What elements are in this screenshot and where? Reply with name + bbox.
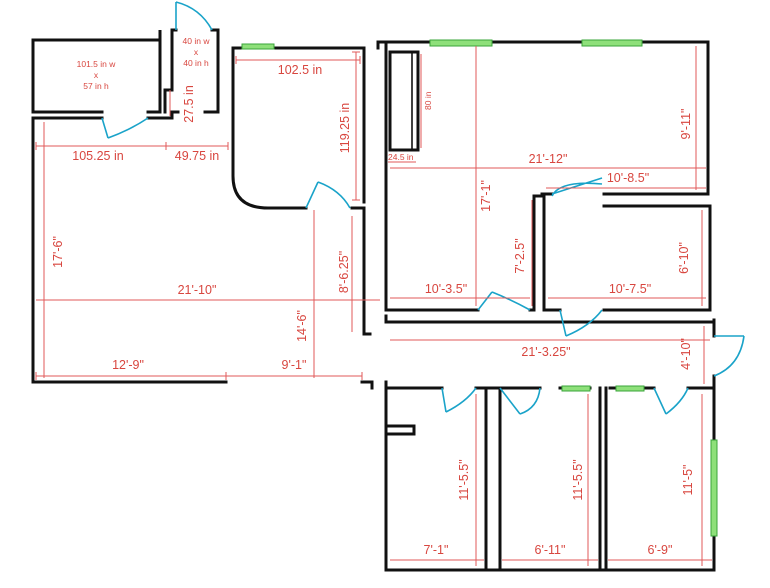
window-right-side [710, 439, 718, 537]
door-bath-2 [499, 387, 541, 415]
closet-height-label: 57 in h [83, 81, 109, 91]
dim-10-3-5: 10'-3.5" [425, 282, 467, 296]
window-bottom-1 [561, 385, 591, 392]
dim-9-1: 9'-1" [282, 358, 307, 372]
dim-4-10: 4'-10" [679, 338, 693, 370]
dim-27-5: 27.5 in [182, 85, 196, 123]
door-bath-3 [653, 387, 689, 415]
dimension-labels: 102.5 in 119.25 in 27.5 in 105.25 in 49.… [51, 63, 695, 557]
closet-x-label: x [94, 70, 99, 80]
dim-21-3-25: 21'-3.25" [521, 345, 570, 359]
door-small-box [175, 1, 213, 31]
dim-8-6-25: 8'-6.25" [337, 251, 351, 293]
dim-7-2-5: 7'-2.5" [513, 238, 527, 273]
dim-12-9: 12'-9" [112, 358, 144, 372]
closet-labels: 101.5 in w x 57 in h 40 in w x 40 in h 8… [77, 36, 433, 162]
dim-14-6: 14'-6" [295, 310, 309, 342]
door-hall-right [713, 335, 745, 377]
dim-6-10: 6'-10" [677, 242, 691, 274]
wardrobe-wall [388, 50, 420, 152]
dim-105-25: 105.25 in [72, 149, 123, 163]
window-bottom-2 [615, 385, 645, 392]
left-room-wall [31, 110, 228, 384]
right-room-wall [384, 40, 710, 312]
middle-room-wall [231, 46, 366, 210]
dim-9-11: 9'-11" [679, 109, 693, 140]
door-middle-room [305, 181, 351, 209]
door-right-room-bottom [477, 291, 531, 311]
dim-11-5-5-b: 11'-5.5" [571, 459, 585, 500]
closet-width-label: 101.5 in w [77, 59, 117, 69]
dimension-lines [35, 46, 712, 566]
dim-24-5in: 24.5 in [388, 152, 414, 162]
dim-21-12: 21'-12" [529, 152, 568, 166]
windows [241, 39, 718, 537]
dim-6-11: 6'-11" [535, 543, 566, 557]
door-inner-room [551, 177, 603, 197]
shelf-wall [384, 424, 416, 436]
window-right-top-1 [429, 39, 493, 47]
dim-17-6: 17'-6" [51, 236, 65, 268]
dim-49-75: 49.75 in [175, 149, 220, 163]
door-closet [101, 117, 149, 139]
dim-7-1: 7'-1" [424, 543, 449, 557]
dim-102-5: 102.5 in [278, 63, 323, 77]
dim-10-8-5: 10'-8.5" [607, 171, 649, 185]
dim-21-10: 21'-10" [178, 283, 217, 297]
dim-80in: 80 in [423, 91, 433, 110]
window-middle-top [241, 43, 275, 50]
closet-wall [31, 30, 162, 114]
dim-17-1: 17'-1" [479, 180, 493, 212]
dim-11-5: 11'-5" [681, 465, 695, 496]
door-bath-1 [441, 387, 477, 413]
box-height-label: 40 in h [183, 58, 209, 68]
center-divider-wall [362, 40, 388, 336]
dim-119-25: 119.25 in [338, 103, 352, 154]
small-box-wall [163, 28, 220, 114]
doors [101, 1, 745, 415]
dim-6-9: 6'-9" [648, 543, 673, 557]
dim-11-5-5-a: 11'-5.5" [457, 459, 471, 500]
inner-room-wall [528, 194, 712, 312]
window-right-top-2 [581, 39, 643, 47]
door-inner-room-bottom [559, 309, 603, 337]
box-x-label: x [194, 47, 199, 57]
dim-10-7-5: 10'-7.5" [609, 282, 651, 296]
box-width-label: 40 in w [183, 36, 211, 46]
